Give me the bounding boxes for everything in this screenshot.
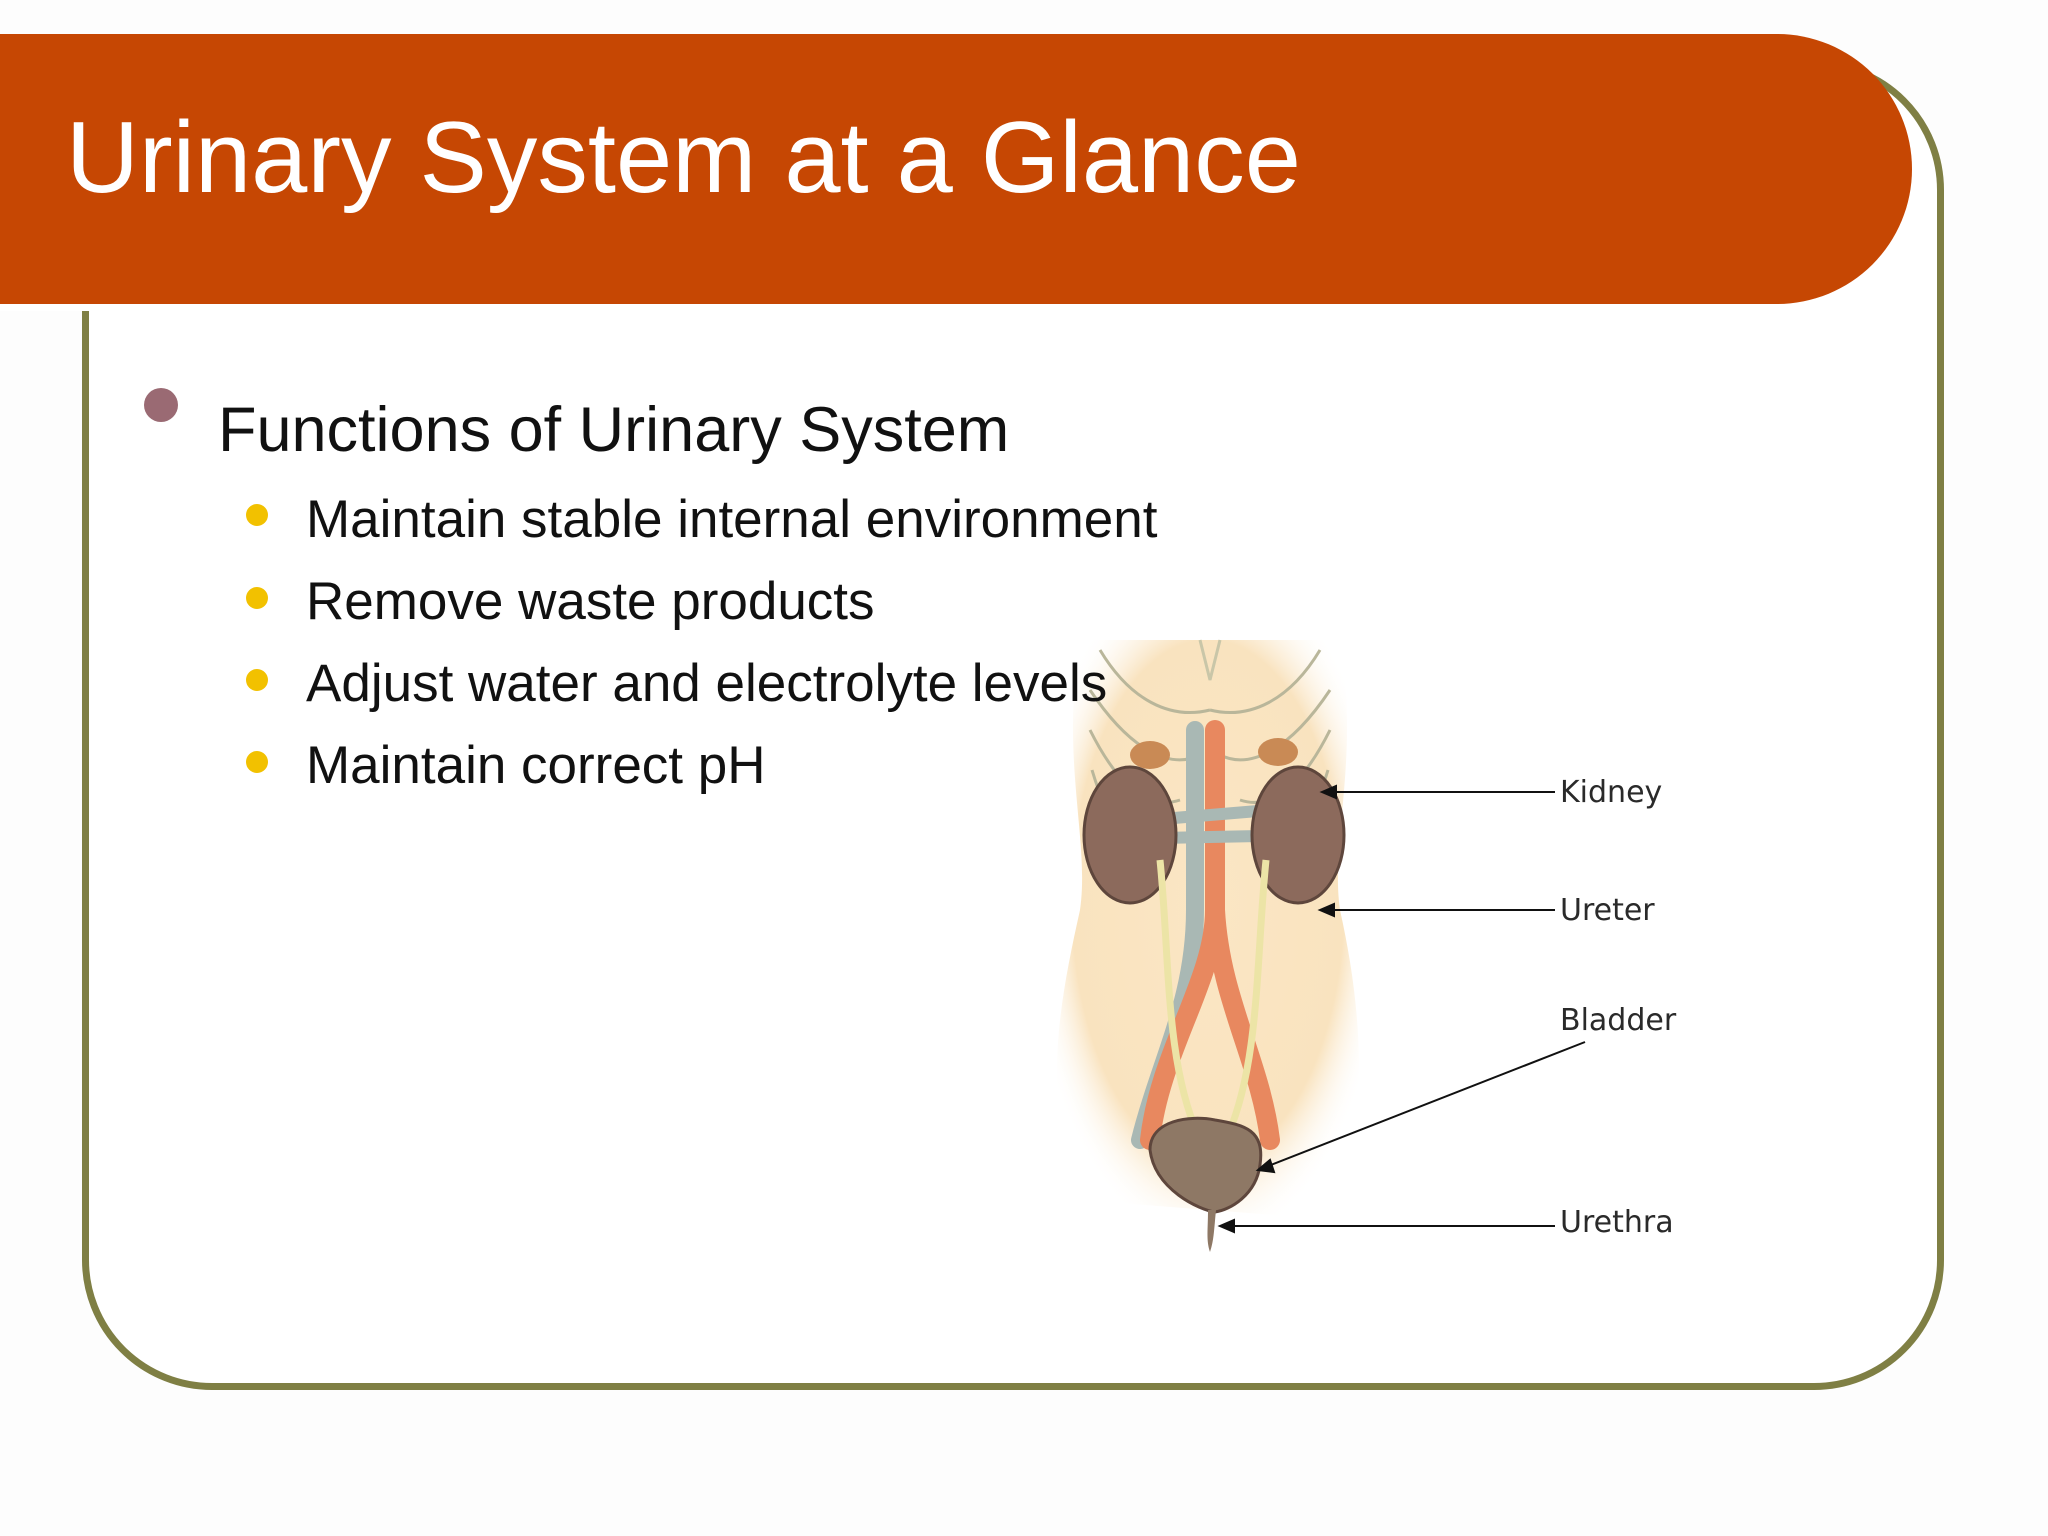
right-adrenal	[1258, 738, 1298, 766]
bladder-shape	[1148, 1116, 1263, 1214]
title-band	[0, 34, 1912, 311]
slide-title: Urinary System at a Glance	[66, 102, 1301, 214]
urethra-shape	[1207, 1210, 1216, 1252]
right-ureter	[1224, 859, 1270, 1137]
urinary-system-diagram: Kidney Ureter Bladder Urethra	[1056, 639, 1677, 1252]
left-ureter	[1156, 859, 1202, 1137]
ureter-label: Ureter	[1560, 893, 1655, 928]
label-pointers	[1217, 784, 1586, 1234]
right-kidney	[1250, 765, 1346, 905]
kidney-label: Kidney	[1560, 775, 1662, 810]
aorta	[1140, 720, 1280, 1150]
bladder-label: Bladder	[1560, 1003, 1677, 1038]
urethra-label: Urethra	[1560, 1205, 1674, 1240]
left-kidney	[1082, 765, 1178, 905]
title-underline	[0, 304, 1810, 311]
left-adrenal	[1130, 741, 1170, 769]
